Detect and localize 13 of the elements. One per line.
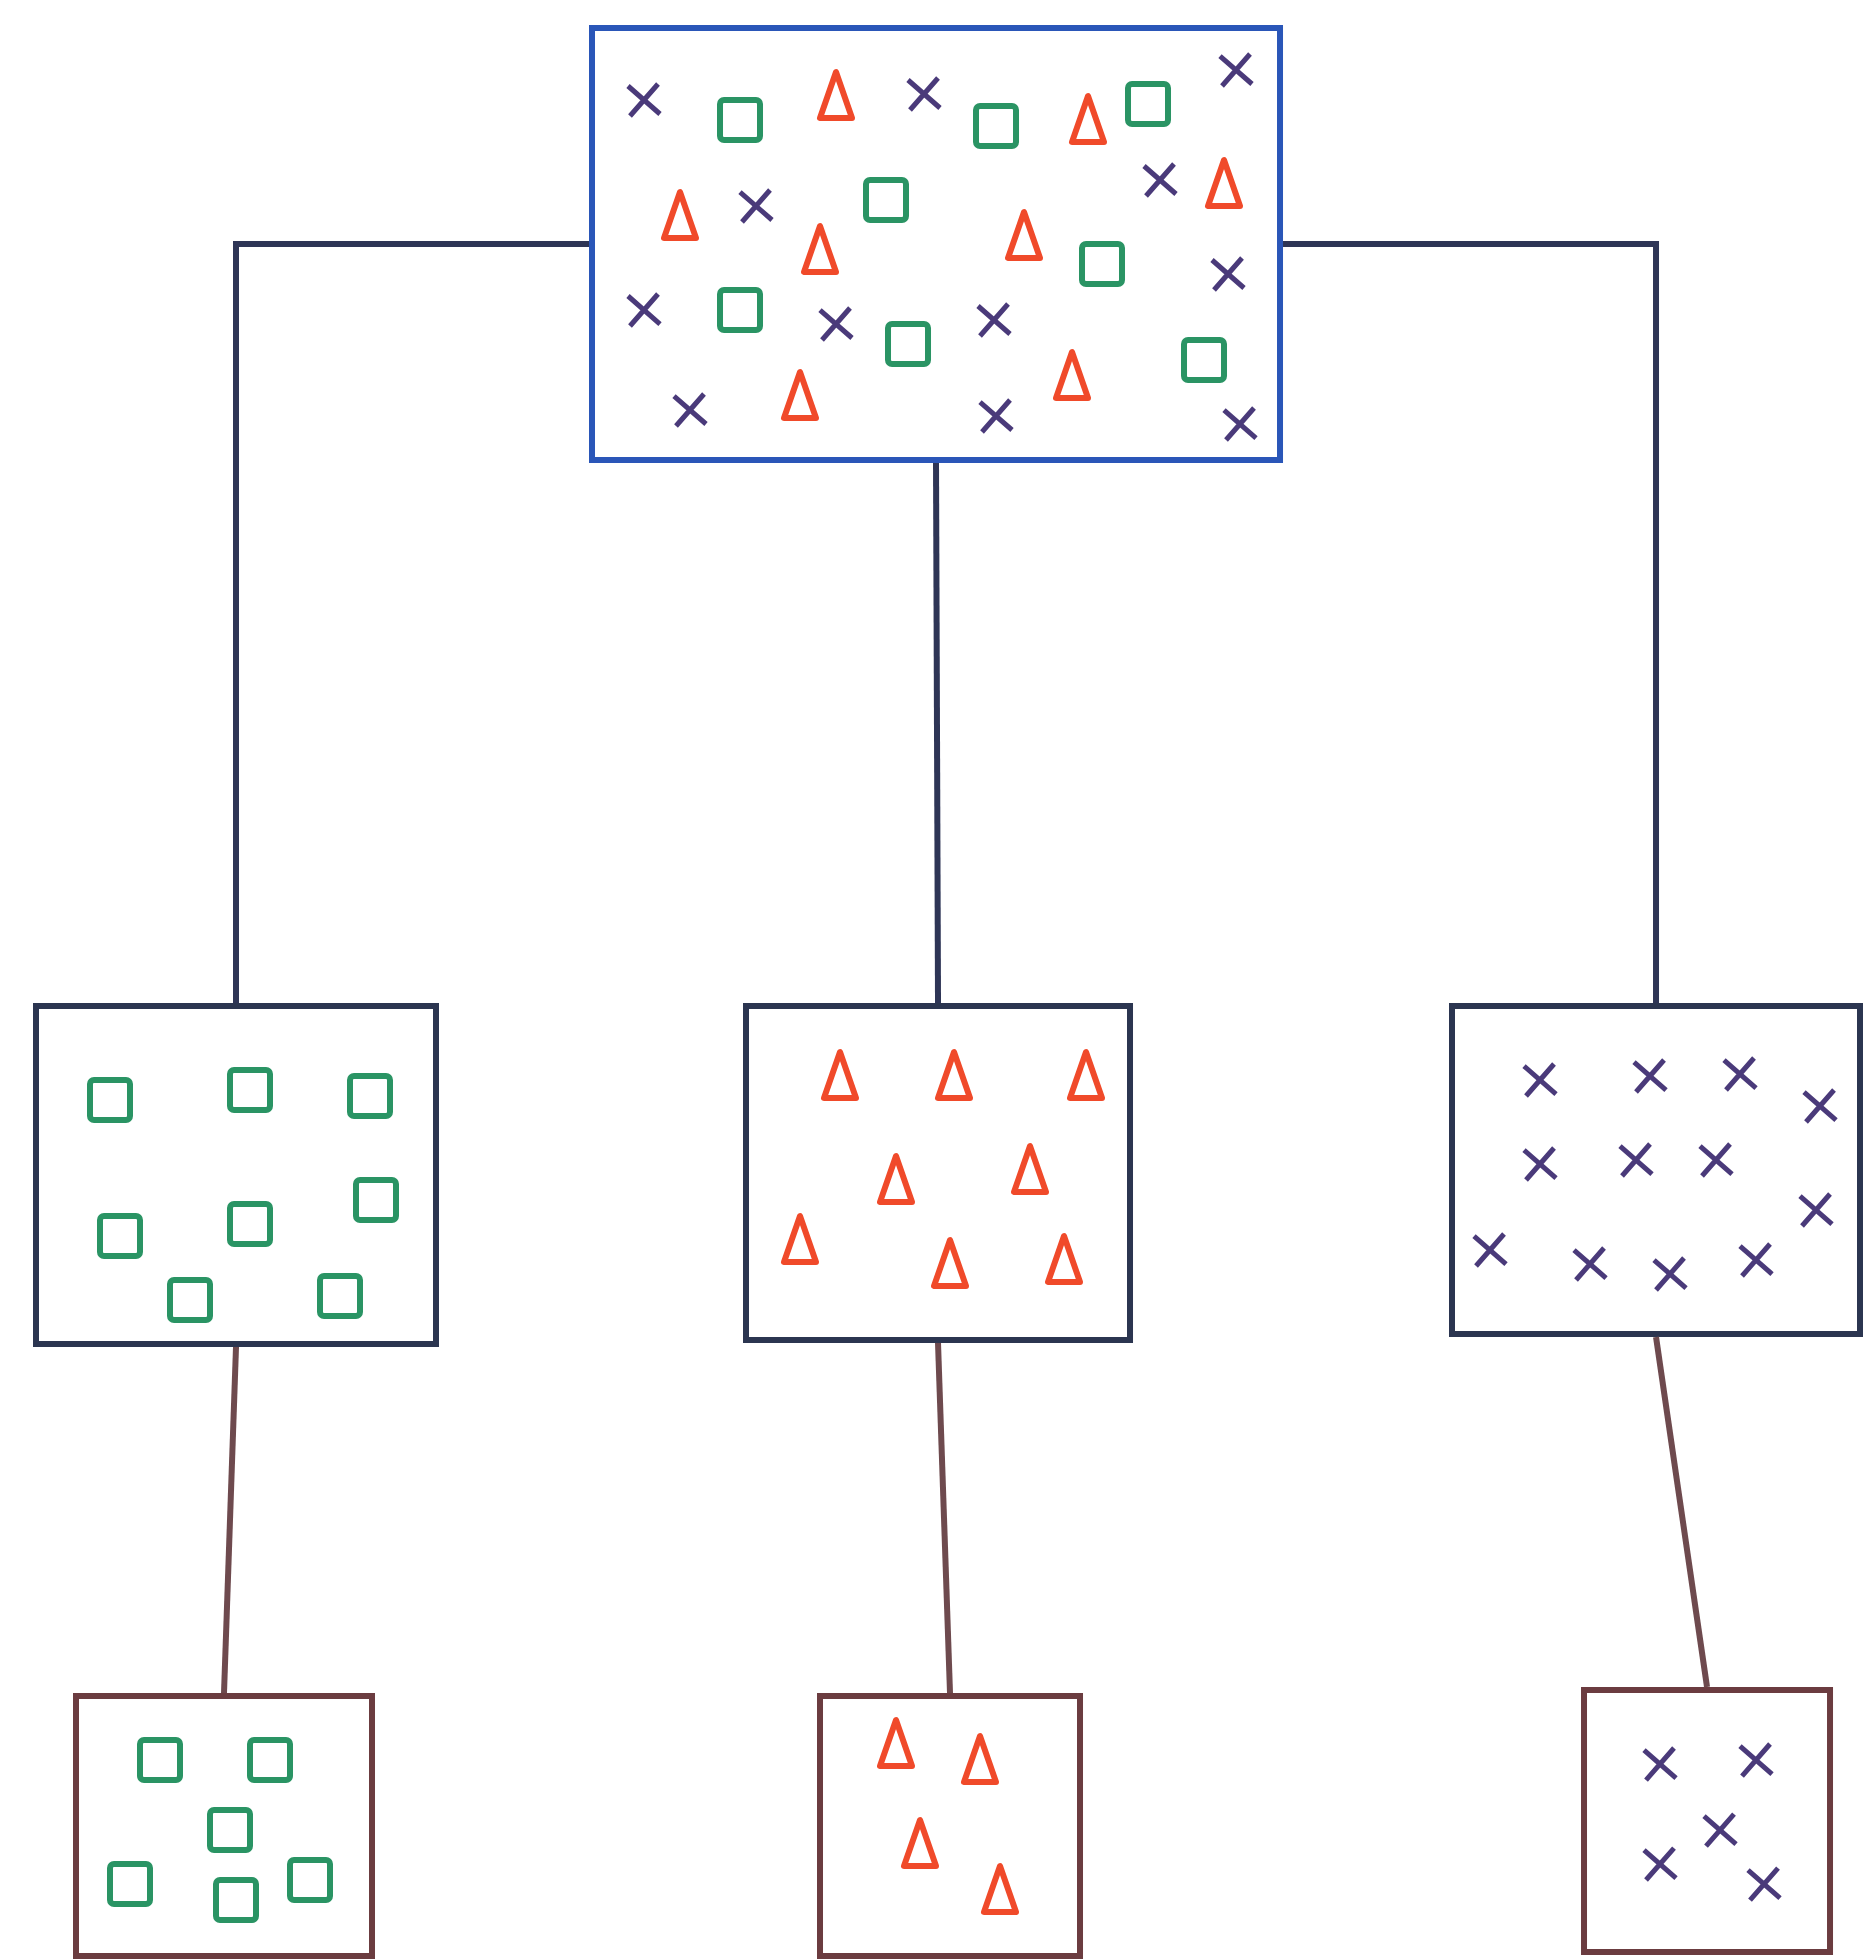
connector-line [233,241,589,1003]
box [743,1003,1133,1343]
connector-line [1283,241,1659,1003]
box [817,1693,1083,1959]
connector-line [933,463,941,1004]
connector-line [221,1346,239,1694]
box [589,25,1283,463]
box [73,1693,375,1959]
connector-line [935,1342,953,1694]
box [33,1003,439,1347]
box [1581,1687,1833,1955]
connector-line [1653,1336,1710,1688]
box [1449,1003,1863,1337]
